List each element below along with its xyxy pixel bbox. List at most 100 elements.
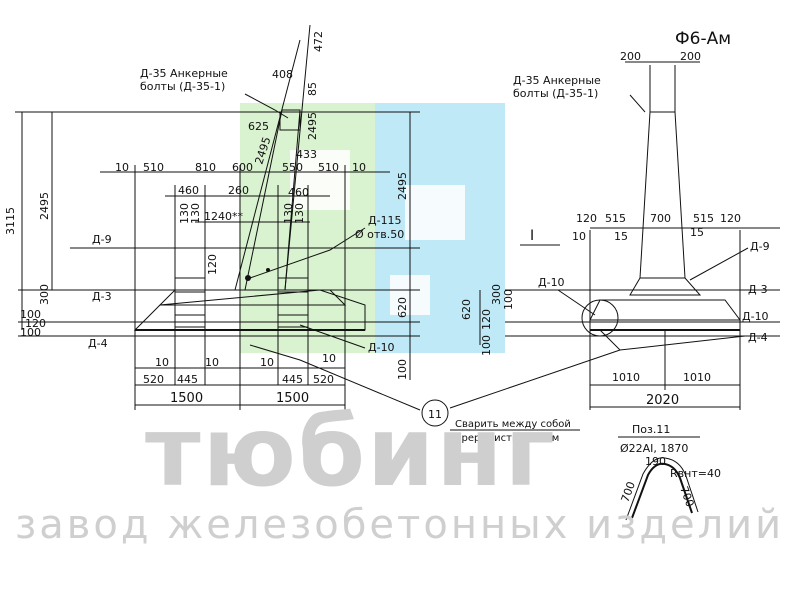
dim-side-120-b: 120 [720,212,741,225]
side-step [629,277,702,296]
dim-2495-left: 2495 [38,192,51,220]
dim-3115: 3115 [4,207,17,235]
dim-side-620: 620 [460,299,473,320]
side-base [589,299,741,321]
d4-label-left: Д-4 [88,337,108,350]
d10-label-right-a: Д-10 [538,276,565,289]
dim-top-460-a: 460 [178,184,199,197]
anchor-label-right-2: болты (Д-35-1) [513,87,598,100]
dim-side-120: 120 [480,309,493,330]
dim-top-1240: 1240** [204,210,243,223]
watermark-brand: тюбинг [145,396,557,508]
dim-2495-b: 2495 [306,112,319,140]
dim-85: 85 [306,82,319,96]
dim-side-200-a: 200 [620,50,641,63]
watermark-subtitle: завод железобетонных изделий [15,502,784,548]
anchor-label-right-1: Д-35 Анкерные [513,74,601,87]
dim-side-700: 700 [650,212,671,225]
side-column [639,111,686,279]
dim-408: 408 [272,68,293,81]
dim-side-120-a: 120 [576,212,597,225]
dim-v-130-c: 130 [282,203,295,224]
dim-bot-445-b: 445 [282,373,303,386]
dim-625: 625 [248,120,269,133]
leader-weld-left [249,344,421,411]
drawing-title: Ф6-Ам [675,29,731,49]
rebar-block-left-bottom [174,314,206,328]
dim-v-130-b: 130 [189,203,202,224]
dim-side-15-a: 15 [614,230,628,243]
dim-side-1010-b: 1010 [683,371,711,384]
dim-top-460-b: 460 [288,186,309,199]
dim-100-b: 100 [20,326,41,339]
d3-label-right: Д-3 [748,283,768,296]
dim-bot-1500-a: 1500 [170,391,203,406]
weld-note-1: Сварить между собой [455,419,571,430]
section-mark-label: I [530,228,534,244]
dim-bot-520-a: 520 [143,373,164,386]
d10-mid-label: Д-10 [368,341,395,354]
column-outline [244,109,301,291]
d9-label-left: Д-9 [92,233,112,246]
pos-11-spec: Ø22AI, 1870 [620,442,688,455]
dim-side-2020: 2020 [646,393,679,408]
leader-d9-right [689,247,749,281]
watermark-white-cut-2 [405,185,465,240]
right-elevation [449,61,780,410]
pos-11-detail [618,436,700,521]
dim-side-1010-a: 1010 [612,371,640,384]
dim-right-2495: 2495 [396,172,409,200]
d115-hole-label: Ø отв.50 [355,228,404,241]
dim-top-510-b: 510 [318,161,339,174]
dim-side-100-b: 100 [480,335,493,356]
leader-d35-left [244,93,289,119]
dim-bot-445-a: 445 [177,373,198,386]
column-edge-1 [234,39,301,291]
left-elevation [15,24,421,411]
pos-rvn: Rвнт=40 [670,467,721,480]
dim-bot-10-b: 10 [205,356,219,369]
dim-top-550: 550 [282,161,303,174]
anchor-node [245,275,251,281]
leader-weld-right [449,349,621,409]
anchor-label-left-2: болты (Д-35-1) [140,80,225,93]
dim-right-100: 100 [396,359,409,380]
dim-bot-520-b: 520 [313,373,334,386]
dim-side-300: 300 [490,284,503,305]
dim-side-15-b: 15 [690,226,704,239]
d4-label-right: Д-4 [748,331,768,344]
dim-side-515-a: 515 [605,212,626,225]
leader-d35-right [629,94,646,113]
weld-callout-circle [421,399,449,427]
d10-label-right-b: Д-10 [742,310,769,323]
dim-side-10: 10 [572,230,586,243]
pos-11-bar-shape [631,462,693,519]
dim-433: 433 [296,148,317,161]
weld-callout-number: 11 [428,408,442,421]
dim-472: 472 [312,31,325,52]
weld-callout [421,399,580,431]
pos-11-bar-shape-inner [625,457,699,521]
dim-bot-1500-b: 1500 [276,391,309,406]
dim-v-120: 120 [206,254,219,275]
dim-120-a: 120 [25,317,46,330]
column-edge-2 [284,24,311,291]
leader-d10-mid [299,324,366,349]
pos-11-title: Поз.11 [632,423,670,436]
dim-bot-10-a: 10 [155,356,169,369]
dim-top-600: 600 [232,161,253,174]
dim-side-515-b: 515 [693,212,714,225]
d115-label: Д-115 [368,214,402,227]
watermark-white-cut-1 [290,150,350,210]
dim-300-left: 300 [38,284,51,305]
dim-side-100-a: 100 [502,289,515,310]
leader-d10-right [557,289,596,316]
dim-v-130-a: 130 [178,203,191,224]
anchor-label-left-1: Д-35 Анкерные [140,67,228,80]
pos-dim-190: 190 [645,455,666,468]
dim-top-810: 810 [195,161,216,174]
leader-d4-right [599,329,746,351]
dim-100-a: 100 [20,308,41,321]
d9-label-right: Д-9 [750,240,770,253]
